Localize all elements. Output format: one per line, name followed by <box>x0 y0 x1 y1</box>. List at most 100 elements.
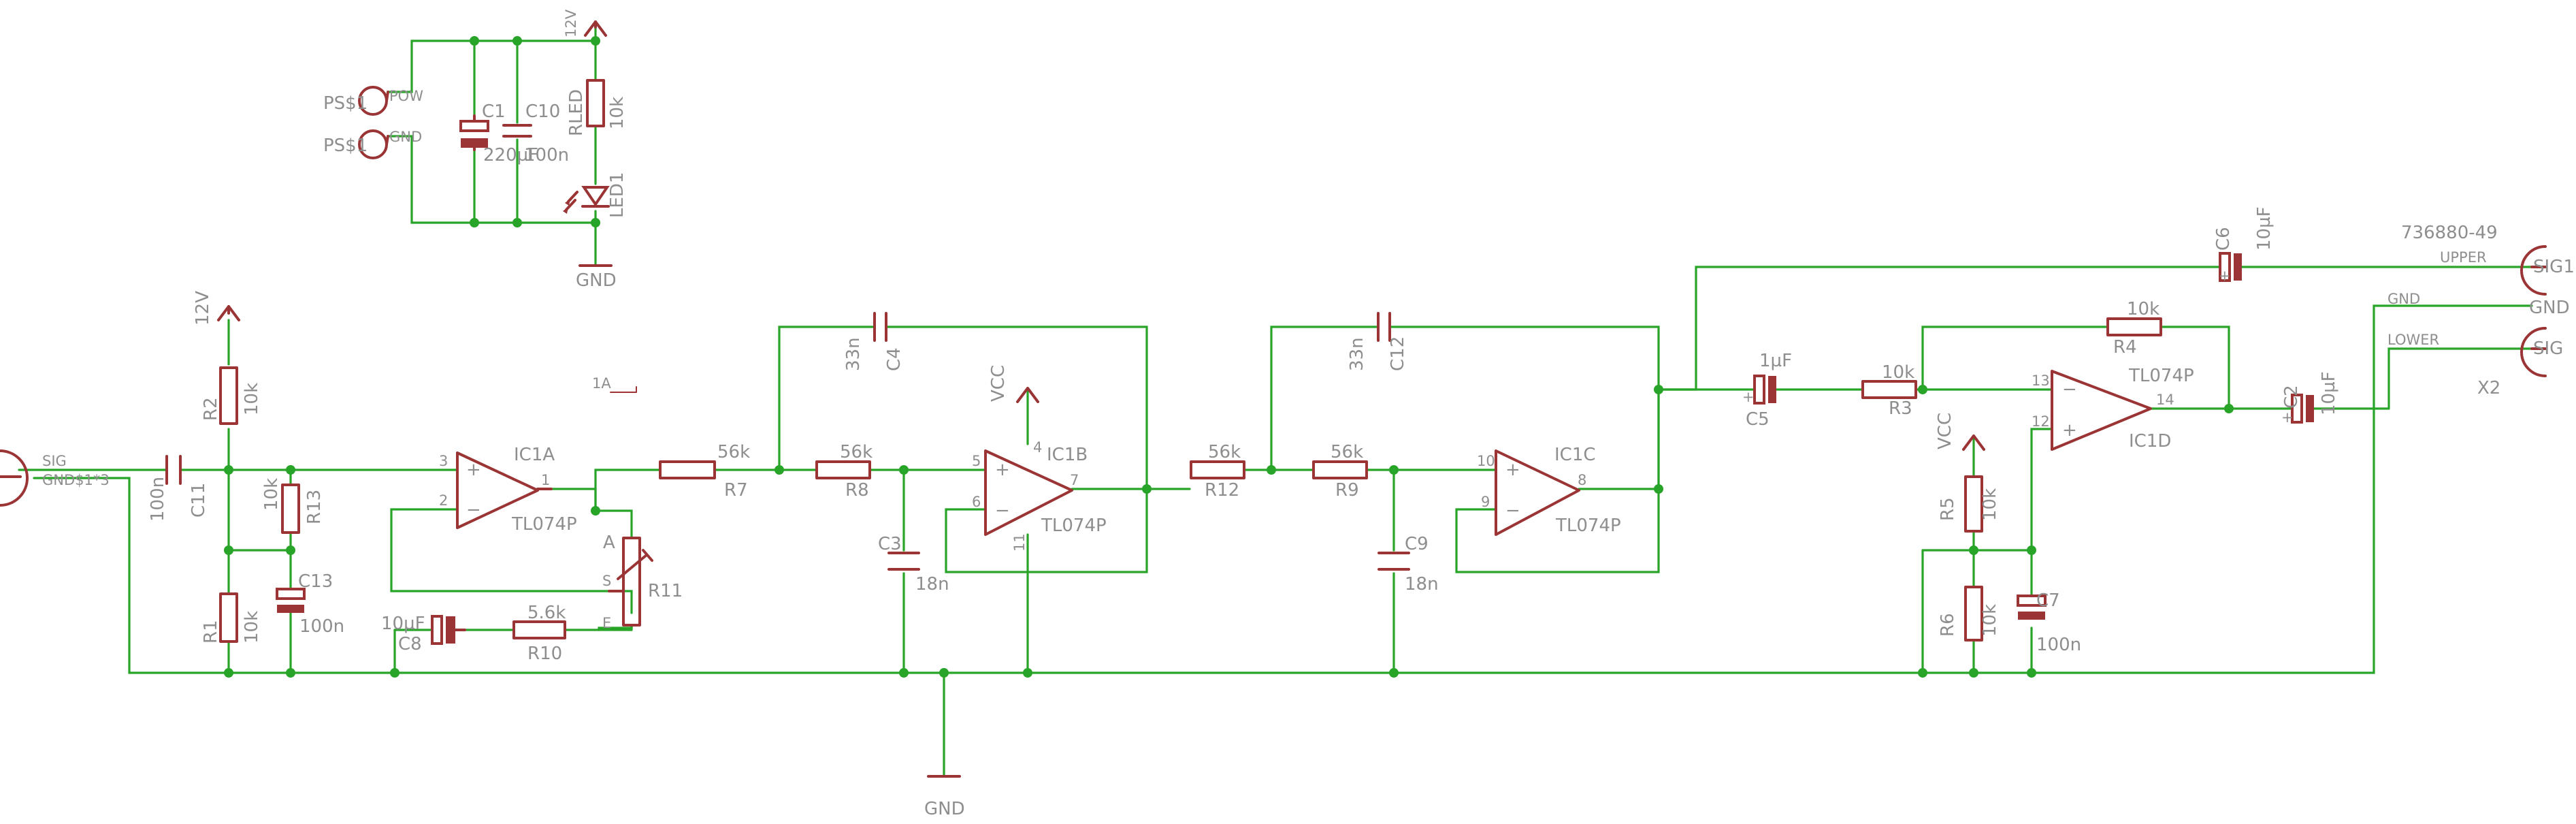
c1-capacitor <box>459 114 489 151</box>
ic1b-pin11: 11 <box>1011 533 1028 552</box>
rled-value: 10k <box>607 97 627 129</box>
ic1b-pin7: 7 <box>1070 472 1079 488</box>
r2-resistor <box>219 366 238 425</box>
ic1b-pin5: 5 <box>972 453 981 469</box>
pow-net-label: POW <box>389 88 423 104</box>
supply-12v-input-arrow <box>217 305 240 321</box>
top-12v-label: 12V <box>563 9 579 37</box>
r11-pin-e: E <box>602 615 611 631</box>
ps1-gnd-label: PS$1 <box>323 136 368 156</box>
c10-capacitor <box>502 124 532 138</box>
c13-name: C13 <box>298 571 333 592</box>
c11-name: C11 <box>189 483 209 518</box>
c2-plus: + <box>2281 409 2294 426</box>
c4-capacitor <box>873 312 887 342</box>
x2-name: X2 <box>2477 378 2500 398</box>
r7-name: R7 <box>724 480 748 501</box>
c12-capacitor <box>1377 312 1391 342</box>
r2-name: R2 <box>201 397 221 421</box>
r8-value: 56k <box>840 442 873 462</box>
ic1d-pin12: 12 <box>2032 413 2050 430</box>
r9-name: R9 <box>1335 480 1359 501</box>
ic1c-plus: + <box>1505 460 1520 480</box>
x2-upper-jack-icon <box>2520 245 2547 296</box>
ic1a-plus: + <box>466 460 481 480</box>
c9-value: 18n <box>1405 574 1439 595</box>
ic1b-pin6: 6 <box>972 494 981 510</box>
c2-value: 10µF <box>2319 371 2339 415</box>
r1-name: R1 <box>201 620 221 644</box>
r2-value: 10k <box>242 383 262 415</box>
junctions <box>224 36 2234 678</box>
c10-name: C10 <box>525 101 560 122</box>
r7-resistor <box>659 460 716 479</box>
c3-capacitor <box>887 552 920 571</box>
r11-pin-a: A <box>603 533 615 553</box>
ic1b-pin4: 4 <box>1033 439 1042 456</box>
r13-name: R13 <box>304 490 325 524</box>
r12-name: R12 <box>1205 480 1239 501</box>
c5-value: 1µF <box>1759 351 1792 371</box>
ic1c-pin9: 9 <box>1481 494 1490 510</box>
c9-name: C9 <box>1405 534 1429 554</box>
ps1-pow-label: PS$1 <box>323 93 368 114</box>
r5-name: R5 <box>1938 497 1958 521</box>
r6-resistor <box>1964 586 1983 641</box>
r5-value: 10k <box>1980 488 2000 521</box>
r9-resistor <box>1312 460 1368 479</box>
c7-value: 100n <box>2036 635 2081 655</box>
supply-12v-top-arrow <box>584 20 607 37</box>
ic1a-part: TL074P <box>511 514 577 535</box>
x2-gnd-right: GND <box>2529 298 2570 318</box>
r7-value: 56k <box>717 442 750 462</box>
ic1d-name: IC1D <box>2129 431 2171 451</box>
c2-name: C2 <box>2281 385 2302 409</box>
ic1d-part: TL074P <box>2128 366 2194 386</box>
c5-name: C5 <box>1746 409 1770 430</box>
x2-gnd-left: GND <box>2387 291 2420 307</box>
c6-plus: + <box>2219 268 2231 284</box>
x2-lower-jack-icon <box>2520 327 2547 377</box>
r4-value: 10k <box>2127 299 2159 319</box>
input-sig-label: SIG <box>42 453 67 469</box>
r8-name: R8 <box>845 480 869 501</box>
r11-pin-s: S <box>602 573 611 589</box>
wires <box>18 25 2533 778</box>
ic1d-vcc-label: VCC <box>1935 413 1955 449</box>
c12-name: C12 <box>1388 336 1408 371</box>
led1-diode <box>563 186 610 214</box>
ic1b-minus: − <box>995 501 1010 521</box>
rled-resistor <box>586 79 605 127</box>
ic1a-name: IC1A <box>514 445 555 465</box>
r13-value: 10k <box>261 478 282 511</box>
x2-part: 736880-49 <box>2401 223 2498 243</box>
c10-value: 100n <box>524 145 569 165</box>
gnd-top-label: GND <box>576 270 617 291</box>
ic1c-minus: − <box>1505 501 1520 521</box>
ic1c-opamp <box>1495 449 1580 536</box>
ic1d-plus: + <box>2062 420 2077 441</box>
ic1a-pin3: 3 <box>439 453 448 469</box>
c6-value: 10µF <box>2254 206 2275 251</box>
c11-capacitor <box>165 455 182 485</box>
r11-name: R11 <box>648 581 683 601</box>
c3-value: 18n <box>915 574 949 595</box>
ic1c-pin8: 8 <box>1578 472 1586 488</box>
r3-resistor <box>1861 380 1917 399</box>
ic1d-pin14: 14 <box>2156 392 2174 408</box>
r3-value: 10k <box>1882 362 1914 383</box>
ic1b-part: TL074P <box>1041 516 1107 536</box>
ic1d-pin13: 13 <box>2032 373 2050 389</box>
x2-sig1: SIG1 <box>2533 257 2575 277</box>
r6-value: 10k <box>1980 604 2000 637</box>
marker-1a: 1A <box>592 375 611 392</box>
c8-name: C8 <box>398 634 422 654</box>
vcc-ic1b-arrow <box>1016 387 1039 403</box>
c1-name: C1 <box>482 101 506 122</box>
c4-value: 33n <box>843 337 864 371</box>
r1-value: 10k <box>242 611 262 644</box>
r10-name: R10 <box>527 644 562 664</box>
x2-sig: SIG <box>2533 338 2563 359</box>
r13-resistor <box>281 484 300 534</box>
